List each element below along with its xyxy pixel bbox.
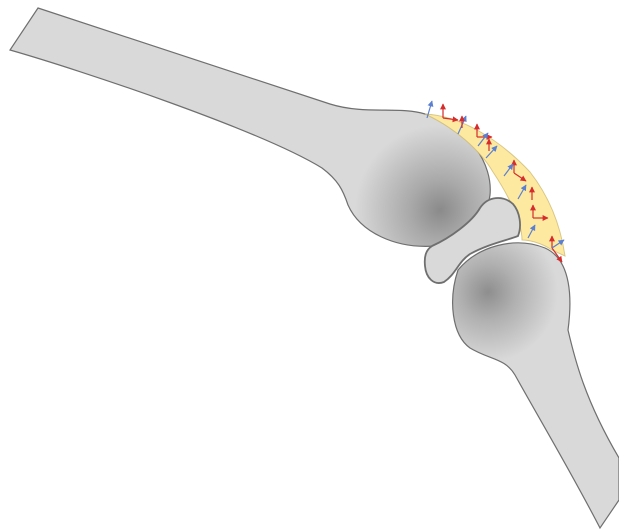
tibia-bone	[453, 243, 619, 528]
femur-bone	[10, 8, 490, 246]
